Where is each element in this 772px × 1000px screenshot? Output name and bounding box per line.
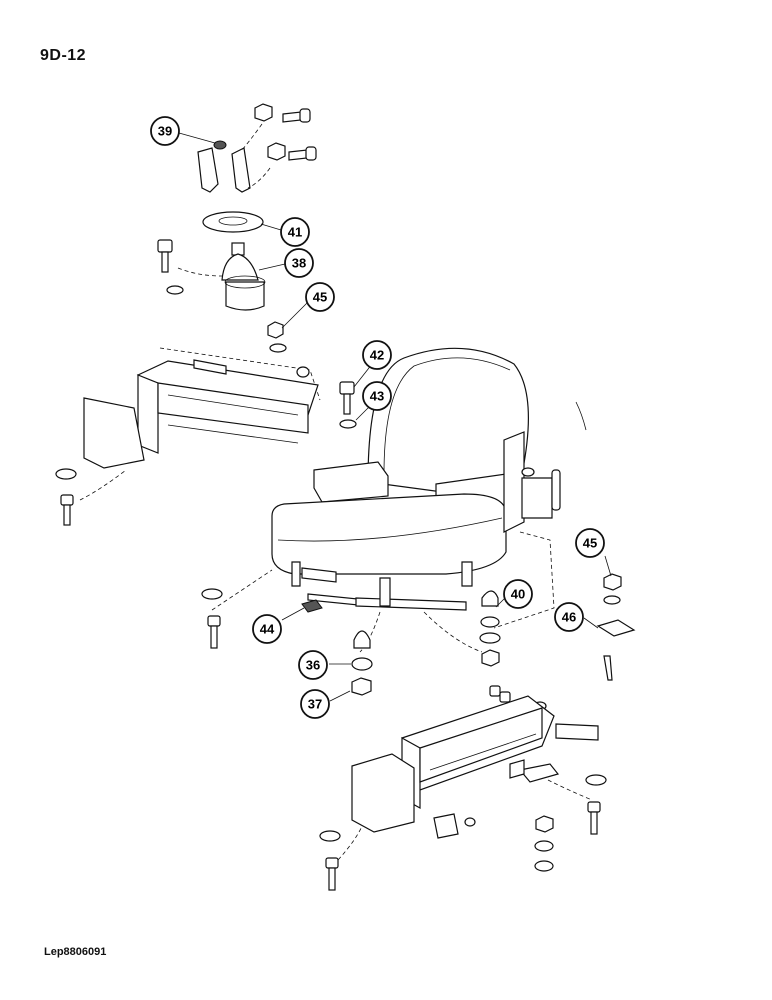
operator-seat: [201, 347, 587, 696]
svg-text:43: 43: [370, 389, 384, 404]
callout-36: 36: [298, 650, 328, 680]
svg-text:44: 44: [260, 622, 275, 637]
svg-text:46: 46: [562, 610, 576, 625]
callout-37: 37: [300, 689, 330, 719]
callout-40: 40: [503, 579, 533, 609]
left-console: [55, 347, 321, 526]
svg-text:36: 36: [306, 658, 320, 673]
svg-text:40: 40: [511, 587, 525, 602]
svg-text:45: 45: [313, 290, 327, 305]
page-reference: 9D-12: [40, 47, 87, 64]
callout-46: 46: [554, 602, 584, 632]
callout-39: 39: [150, 116, 180, 146]
joystick-head-parts: [157, 103, 317, 353]
callout-42: 42: [362, 340, 392, 370]
svg-text:45: 45: [583, 536, 597, 551]
svg-text:41: 41: [288, 225, 302, 240]
callout-43: 43: [362, 381, 392, 411]
callout-44: 44: [252, 614, 282, 644]
callout-45-top: 45: [305, 282, 335, 312]
callout-38: 38: [284, 248, 314, 278]
svg-text:42: 42: [370, 348, 384, 363]
svg-text:38: 38: [292, 256, 306, 271]
drawing-reference: Lep8806091: [44, 946, 107, 958]
callout-45-right: 45: [575, 528, 605, 558]
svg-text:39: 39: [158, 124, 172, 139]
svg-text:37: 37: [308, 697, 322, 712]
callout-41: 41: [280, 217, 310, 247]
right-console: [319, 573, 636, 891]
